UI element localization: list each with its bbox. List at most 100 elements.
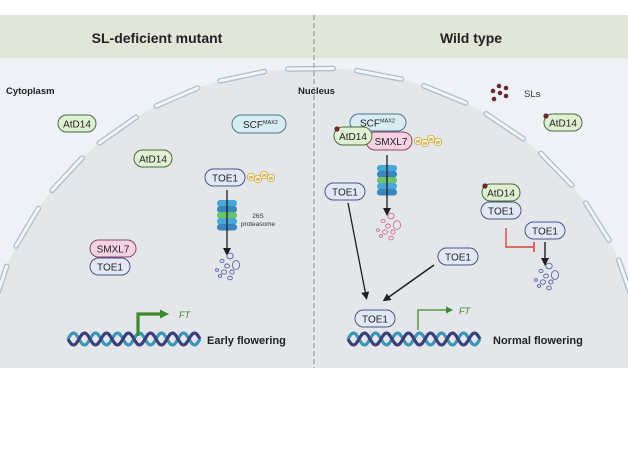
proteasome-label: 26S (252, 213, 264, 220)
svg-text:TOE1: TOE1 (212, 174, 238, 185)
ubiquitin-icon (266, 173, 276, 183)
svg-text:TOE1: TOE1 (445, 253, 471, 264)
fragment (224, 263, 230, 269)
svg-text:TOE1: TOE1 (362, 315, 388, 326)
ubiquitin-icon (426, 134, 436, 144)
fragment (385, 223, 391, 229)
ubiquitin-icon (253, 174, 263, 184)
svg-text:SCFMAX2: SCFMAX2 (243, 120, 278, 131)
dna-strand (66, 331, 202, 347)
svg-text:AtD14: AtD14 (339, 132, 367, 143)
fragment (380, 218, 386, 224)
sl-dot (496, 83, 502, 89)
protein-toe1: TOE1 (437, 247, 479, 266)
sl-dot (490, 88, 496, 94)
fragment (390, 229, 396, 235)
degraded-fragments (534, 262, 560, 291)
ubiquitin-label: Ub (249, 176, 254, 180)
fragment (538, 268, 544, 274)
ft-transcription-arrow (136, 309, 169, 336)
fragment (543, 273, 549, 279)
protein-toe1: TOE1 (89, 257, 131, 276)
ubiquitin-label: Ub (269, 177, 274, 181)
proteasome-26s (377, 155, 397, 216)
fragment (536, 284, 542, 288)
ubiquitin-label: Ub (262, 174, 267, 178)
nucleus-label: Nucleus (298, 86, 335, 97)
cytoplasm-label: Cytoplasm (6, 86, 55, 97)
membrane-segment-inner (355, 69, 403, 81)
protein-toe1-ubiquitinated: TOE1 (204, 168, 246, 187)
ubiquitin-label: Ub (256, 178, 261, 182)
membrane-segment-inner (617, 258, 628, 291)
membrane-segment-inner (154, 86, 200, 108)
protein-toe1: TOE1 (324, 182, 366, 201)
dna-helix (66, 331, 202, 347)
outcome-label: Normal flowering (493, 335, 583, 347)
svg-text:TOE1: TOE1 (532, 227, 558, 238)
ft-gene-label: FT (459, 306, 471, 316)
fragment (376, 228, 380, 232)
fragment (539, 279, 547, 285)
protein-atd14-sl-bound: AtD14 (333, 126, 373, 146)
fragment (229, 269, 235, 275)
nuclear-membrane (0, 65, 628, 296)
protein-atd14: AtD14 (57, 114, 97, 133)
fragment (220, 269, 228, 275)
degraded-fragments (376, 212, 402, 241)
svg-text:AtD14: AtD14 (549, 119, 577, 130)
protein-atd14-sl-bound: AtD14 (543, 113, 583, 132)
protein-atd14-sl-bound: AtD14 (481, 183, 521, 202)
ubiquitin-label: Ub (429, 138, 434, 142)
panel-title-left: SL-deficient mutant (92, 30, 223, 46)
membrane-segment-inner (14, 206, 40, 248)
ubiquitin-icon (420, 138, 430, 148)
ubiquitin-label: Ub (416, 140, 421, 144)
svg-text:AtD14: AtD14 (139, 155, 167, 166)
protein-toe1: TOE1 (480, 201, 522, 220)
svg-text:TOE1: TOE1 (97, 263, 123, 274)
dna-strand (346, 331, 482, 347)
protein-smxl7: SMXL7 (365, 131, 413, 151)
membrane-segment-inner (97, 115, 138, 145)
svg-text:AtD14: AtD14 (63, 120, 91, 131)
protein-smxl7: SMXL7 (89, 239, 137, 258)
protein-atd14: AtD14 (133, 149, 173, 168)
protein-toe1-dna-bound: TOE1 (354, 309, 396, 328)
svg-text:TOE1: TOE1 (332, 188, 358, 199)
fragment (548, 279, 554, 285)
membrane-segment-inner (584, 201, 611, 242)
svg-text:TOE1: TOE1 (488, 207, 514, 218)
membrane-segment-inner (0, 264, 9, 292)
fragment (226, 252, 234, 260)
membrane-segment-inner (50, 156, 84, 192)
fragment (387, 212, 395, 220)
sl-dot (497, 90, 503, 96)
fragment (534, 278, 538, 282)
ubiquitin-label: Ub (436, 141, 441, 145)
fragment (378, 234, 384, 238)
sl-dot (503, 93, 509, 99)
degraded-fragments (215, 252, 241, 281)
sl-dot (503, 85, 509, 91)
ubiquitin-icon (259, 170, 269, 180)
sls-label: SLs (524, 89, 541, 100)
protein-toe1: TOE1 (524, 221, 566, 240)
svg-text:SMXL7: SMXL7 (97, 245, 130, 256)
fragment (217, 274, 223, 278)
sl-molecules-icon (490, 83, 509, 102)
membrane-segment-inner (422, 84, 468, 105)
outcome-label: Early flowering (207, 335, 286, 347)
arrow-to-dna (347, 202, 370, 300)
fragment (231, 260, 241, 270)
fragment (219, 258, 225, 264)
fragment (227, 275, 233, 281)
membrane-segment-inner (484, 112, 525, 141)
fragment (392, 220, 402, 230)
fragment (546, 285, 552, 291)
ft-transcription-arrow (417, 306, 453, 330)
fragment (388, 235, 394, 241)
